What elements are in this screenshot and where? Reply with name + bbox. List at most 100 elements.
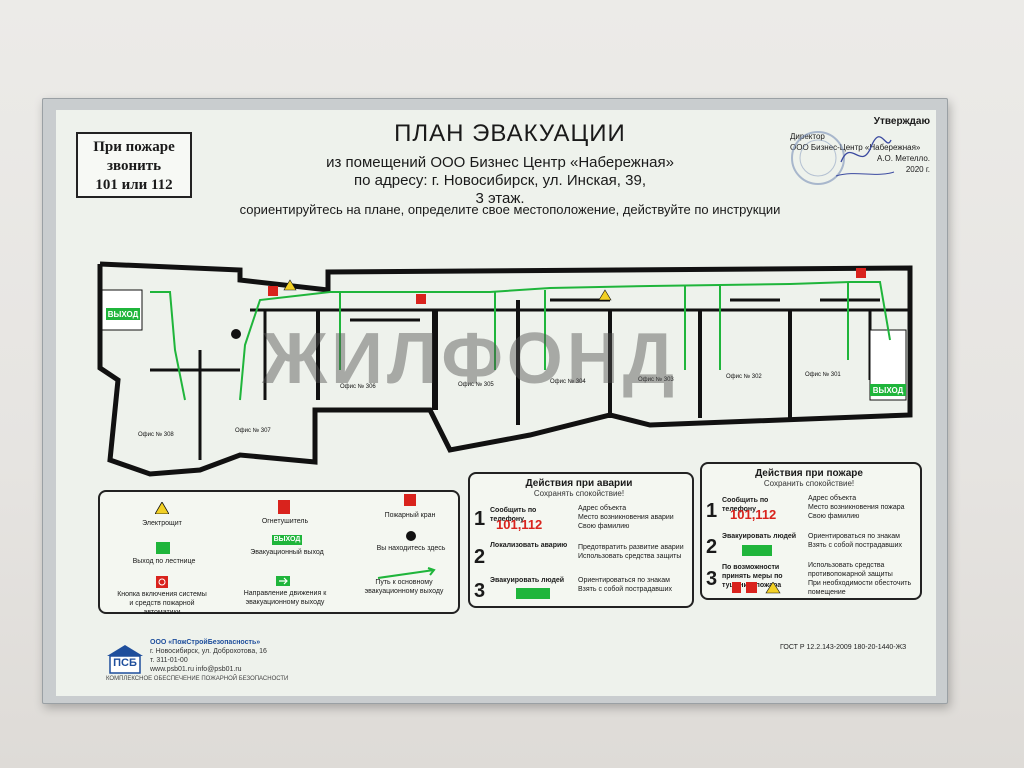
office-308: Офис № 308 — [138, 431, 174, 438]
fire-step1-phone: 101,112 — [730, 507, 777, 522]
fire-step1-num: 1 — [706, 500, 718, 522]
fire-step3-bullets: Использовать средства противопожарной за… — [808, 561, 916, 597]
accident-step3-bullets: Ориентироваться по знакам Взять с собой … — [578, 576, 688, 594]
office-labels: Офис № 308 Офис № 307 Офис № 306 Офис № … — [138, 371, 841, 438]
maker-address: г. Новосибирск, ул. Доброхотова, 16 — [150, 648, 267, 655]
plan-subtitle: из помещений ООО Бизнес Центр «Набережна… — [260, 154, 740, 208]
fire-call-line3: 101 или 112 — [95, 177, 173, 193]
fire-step1-label: Сообщить по телефону — [722, 497, 769, 513]
legend-route-label: Путь к основному эвакуационному выходу — [364, 579, 444, 595]
watermark: ЖИЛФОНД — [262, 319, 679, 399]
electro-sign-2 — [598, 289, 612, 301]
accident-step1-label: Сообщить по телефону — [490, 507, 537, 523]
floor-plan: ВЫХОД ВЫХОД Офис № 308 Офис № 307 Офис №… — [97, 261, 913, 477]
legend-electro-icon — [155, 502, 169, 514]
accident-title: Действия при аварии — [525, 478, 633, 489]
maker-tagline: КОМПЛЕКСНОЕ ОБЕСПЕЧЕНИЕ ПОЖАРНОЙ БЕЗОПАС… — [106, 676, 289, 682]
fire-subtitle: Сохранить спокойствие! — [763, 479, 855, 488]
fire-s3-b2: При необходимости обесточить помещение — [808, 580, 912, 596]
legend-alarm-icon — [156, 576, 168, 588]
fire-s1-b3: Свою фамилию — [808, 513, 860, 520]
legend-you-are-here-label: Вы находитесь здесь — [376, 545, 446, 552]
route-left — [150, 291, 186, 401]
legend-exit-sign-badge: ВЫХОД — [272, 535, 302, 545]
you-are-here-marker — [231, 329, 241, 339]
legend-alarm-label: Кнопка включения системы и средств пожар… — [117, 591, 207, 616]
legend-hydrant-label: Пожарный кран — [384, 512, 436, 519]
legend-exit-label: Эвакуационный выход — [250, 549, 324, 556]
legend-electro-label: Электрощит — [142, 520, 182, 527]
accident-s2-b1: Предотвратить развитие аварии — [578, 544, 684, 551]
accident-s1-b3: Свою фамилию — [578, 523, 630, 530]
accident-s1-b1: Адрес объекта — [578, 505, 627, 512]
exit-left-badge — [106, 308, 140, 320]
accident-s1-b2: Место возникновения аварии — [578, 514, 674, 521]
legend-stairs-label: Выход по лестнице — [132, 558, 196, 565]
instruction-line: сориентируйтесь на плане, определите сво… — [239, 202, 781, 217]
approval-block: Утверждаю Директор ООО Бизнес-Центр «Наб… — [790, 116, 930, 175]
approval-heading: Утверждаю — [873, 116, 930, 127]
plan-title: ПЛАН ЭВАКУАЦИИ — [394, 120, 626, 147]
fire-call-line2: звонить — [106, 158, 162, 174]
legend-extinguisher-label: Огнетушитель — [261, 518, 309, 525]
fire-call-line1: При пожаре — [93, 139, 175, 155]
fire-call-box: При пожаре звонить 101 или 112 — [76, 132, 192, 198]
legend-route-icon — [377, 567, 436, 579]
route-main — [239, 281, 891, 401]
maker-info: ООО «ПожСтройБезопасность» г. Новосибирс… — [150, 638, 350, 674]
gost-code: ГОСТ Р 12.2.143-2009 180-20-1440-ЖЗ — [780, 644, 907, 651]
legend-direction-label: Направление движения к эвакуационному вы… — [243, 590, 327, 606]
accident-step3-label: Эвакуировать людей — [490, 577, 565, 584]
electro-sign — [283, 279, 297, 291]
subtitle-line3: 3 этаж. — [475, 190, 525, 207]
accident-panel — [468, 472, 694, 608]
fire-panel — [700, 462, 922, 600]
exit-right-text: ВЫХОД — [873, 386, 904, 395]
accident-step2-bullets: Предотвратить развитие аварии Использова… — [578, 543, 688, 561]
maker-logo: ПСБ — [106, 644, 144, 674]
accident-step2-label: Локализовать аварию — [490, 542, 568, 549]
fire-title: Действия при пожаре — [755, 468, 863, 479]
fire-step3-num: 3 — [706, 568, 718, 590]
fire-step2-num: 2 — [706, 536, 718, 558]
legend-you-are-here-icon — [406, 531, 416, 541]
exit-left-text: ВЫХОД — [108, 310, 139, 319]
maker-logo-house-icon — [107, 645, 143, 674]
office-303: Офис № 303 — [638, 376, 674, 383]
fire-s2-b1: Ориентироваться по знакам — [808, 533, 900, 540]
hydrant-sign — [416, 294, 426, 304]
approval-date: 2020 г. — [905, 165, 930, 174]
legend-extinguisher-icon — [278, 500, 290, 514]
approval-signature — [836, 136, 895, 177]
accident-subtitle: Сохранять спокойствие! — [533, 489, 625, 498]
office-306: Офис № 306 — [340, 383, 376, 390]
office-304: Офис № 304 — [550, 378, 586, 385]
fire-step3-icons — [732, 582, 781, 594]
approval-stamp — [791, 131, 845, 185]
office-301: Офис № 301 — [805, 371, 841, 378]
fire-step1-bullets: Адрес объекта Место возникновения пожара… — [808, 494, 916, 521]
accident-step3-num: 3 — [474, 580, 486, 602]
legend-hydrant-icon — [404, 494, 416, 506]
office-305: Офис № 305 — [458, 381, 494, 388]
fire-s1-b2: Место возникновения пожара — [808, 504, 905, 511]
office-302: Офис № 302 — [726, 373, 762, 380]
accident-exit-icon — [516, 588, 550, 599]
maker-phone: т. 311-01-00 — [150, 657, 188, 664]
accident-step2-num: 2 — [474, 546, 486, 568]
approval-name: А.О. Метелло. — [876, 154, 930, 163]
fire-exit-icon — [742, 545, 772, 556]
legend-direction-icon — [276, 576, 290, 586]
fire-s2-b2: Взять с собой пострадавших — [808, 542, 903, 549]
accident-step1-phone: 101,112 — [496, 517, 543, 532]
subtitle-line2: по адресу: г. Новосибирск, ул. Инская, 3… — [354, 172, 646, 189]
fire-s3-b1: Использовать средства противопожарной за… — [808, 562, 893, 578]
maker-logo-text: ПСБ — [113, 657, 137, 669]
accident-s3-b1: Ориентироваться по знакам — [578, 577, 670, 584]
approval-org: ООО Бизнес-Центр «Набережная» — [790, 143, 921, 152]
fire-step2-bullets: Ориентироваться по знакам Взять с собой … — [808, 532, 916, 550]
exit-right-badge — [870, 384, 906, 396]
accident-step1-bullets: Адрес объекта Место возникновения аварии… — [578, 504, 688, 531]
extinguisher-sign-right — [856, 268, 866, 278]
legend-stairs-icon — [156, 542, 170, 554]
